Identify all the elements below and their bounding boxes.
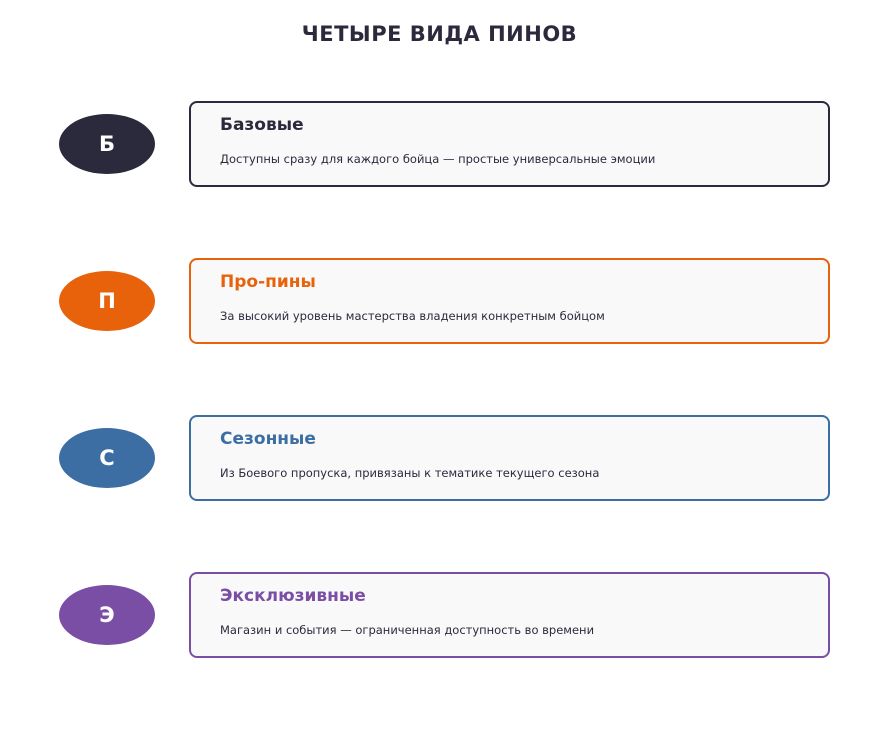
letter-badge: Б (59, 114, 155, 174)
pin-type-description: Доступны сразу для каждого бойца — прост… (220, 152, 656, 166)
pin-type-title: Базовые (220, 115, 304, 135)
pin-type-title: Сезонные (220, 429, 316, 449)
letter-badge: Э (59, 585, 155, 645)
pin-type-card: Базовые Доступны сразу для каждого бойца… (189, 101, 830, 187)
pin-type-title: Эксклюзивные (220, 586, 366, 606)
pin-type-description: Из Боевого пропуска, привязаны к тематик… (220, 466, 600, 480)
pin-type-exclusive: Э Эксклюзивные Магазин и события — огран… (0, 572, 879, 658)
pin-type-basic: Б Базовые Доступны сразу для каждого бой… (0, 101, 879, 187)
letter-badge: С (59, 428, 155, 488)
pin-type-title: Про-пины (220, 272, 316, 292)
pin-type-card: Сезонные Из Боевого пропуска, привязаны … (189, 415, 830, 501)
pin-type-description: Магазин и события — ограниченная доступн… (220, 623, 595, 637)
page-title: ЧЕТЫРЕ ВИДА ПИНОВ (301, 22, 578, 46)
pin-type-card: Про-пины За высокий уровень мастерства в… (189, 258, 830, 344)
pin-type-description: За высокий уровень мастерства владения к… (220, 309, 605, 323)
pin-type-card: Эксклюзивные Магазин и события — огранич… (189, 572, 830, 658)
pin-type-seasonal: С Сезонные Из Боевого пропуска, привязан… (0, 415, 879, 501)
letter-badge: П (59, 271, 155, 331)
pin-type-pro: П Про-пины За высокий уровень мастерства… (0, 258, 879, 344)
